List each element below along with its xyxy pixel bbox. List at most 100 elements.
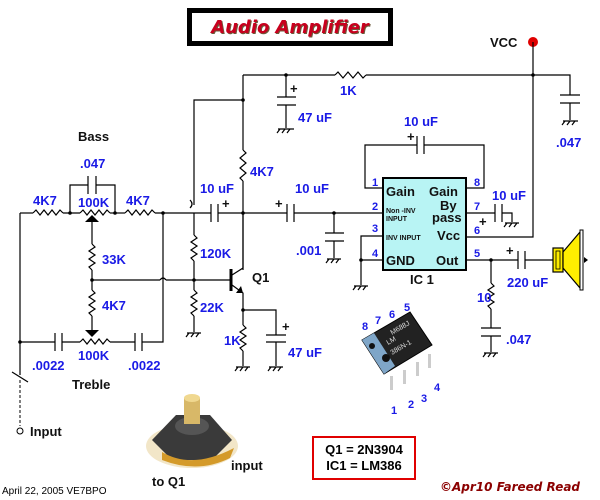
ground-icon xyxy=(276,128,294,134)
pin-number: 5 xyxy=(474,248,480,260)
vcc-terminal: VCC xyxy=(490,35,538,50)
chip-pin-label: 6 xyxy=(389,309,395,321)
vcc-to-pin6 xyxy=(465,75,534,238)
ic-pin4-name: GND xyxy=(386,253,415,268)
pin-number: 2 xyxy=(372,201,378,213)
wire xyxy=(502,212,513,222)
ic-pin3-name: INV INPUT xyxy=(386,235,421,242)
q1-label: Q1 xyxy=(252,270,269,285)
pin-number: 8 xyxy=(474,177,480,189)
pin-number: 4 xyxy=(372,248,379,260)
wire xyxy=(243,309,277,335)
supply-resistor-1k xyxy=(334,71,367,79)
zobel-cap-label: .047 xyxy=(506,332,531,347)
ic-pin1-name: Gain xyxy=(386,184,415,199)
ic1-label: IC 1 xyxy=(410,272,434,287)
treble-pot-track[interactable] xyxy=(79,338,111,345)
input-label: Input xyxy=(30,424,62,439)
treble-pot-label: 100K xyxy=(78,348,110,363)
pin-number: 7 xyxy=(474,201,480,213)
bass-pot-label: 100K xyxy=(78,195,110,210)
decouple-cap-label: .047 xyxy=(556,135,581,150)
ic-pin2-name-b: INPUT xyxy=(386,216,408,223)
coupling-cap-1-label: 10 uF xyxy=(200,181,234,196)
bass-r-left-label: 4K7 xyxy=(33,193,57,208)
bass-r-right-label: 4K7 xyxy=(126,193,150,208)
ic-pin5-name: Out xyxy=(436,253,459,268)
treble-pot-wiper[interactable] xyxy=(85,330,99,337)
q1-collector xyxy=(231,213,244,276)
plus-sign: + xyxy=(282,319,290,334)
mid-resistor-4k7 xyxy=(87,289,97,317)
bias-resistor-120k xyxy=(189,234,199,262)
bias-r-bottom-label: 22K xyxy=(200,300,224,315)
chip-pin-label: 1 xyxy=(391,405,397,417)
treble-label: Treble xyxy=(72,377,110,392)
ground-icon xyxy=(482,352,498,358)
ground-icon xyxy=(561,120,578,126)
ground-icon xyxy=(352,285,368,291)
input-terminal[interactable] xyxy=(16,427,24,435)
wire xyxy=(69,184,88,213)
ground-icon xyxy=(503,222,519,228)
chip-pin-label: 5 xyxy=(404,302,410,314)
ic-pin6-name: Vcc xyxy=(437,228,460,243)
plus-sign: + xyxy=(479,214,487,229)
chip-pin-label: 8 xyxy=(362,321,368,333)
filter-cap-label: .001 xyxy=(296,243,321,258)
chip-marking: LM xyxy=(386,336,398,347)
wire xyxy=(360,235,383,261)
ground-icon xyxy=(185,332,201,338)
bass-resistor-right xyxy=(124,209,156,216)
input-switch[interactable] xyxy=(11,371,29,383)
wire xyxy=(19,213,55,343)
collector-r-label: 4K7 xyxy=(250,164,274,179)
pot-label-to-q1: to Q1 xyxy=(152,474,185,489)
wire xyxy=(424,144,485,189)
plus-sign: + xyxy=(222,196,230,211)
junction xyxy=(113,211,117,215)
lm386-chip-illustration: M688J LM 386N-1 xyxy=(361,311,433,390)
q1-emitter-arrow xyxy=(236,286,243,293)
bass-pot-wiper[interactable] xyxy=(85,215,99,222)
wire-crossover xyxy=(189,199,193,209)
ic-pin2-name-a: Non -INV xyxy=(386,208,416,215)
chip-pin-label: 3 xyxy=(421,393,427,405)
chip-pin-label: 2 xyxy=(408,399,414,411)
wire xyxy=(150,213,164,343)
mid-r-4k7-label: 4K7 xyxy=(102,298,126,313)
pin-number: 6 xyxy=(474,225,480,237)
parts-item-q1: Q1 = 2N3904 xyxy=(325,442,403,457)
bass-label: Bass xyxy=(78,129,109,144)
chip-pin-label: 4 xyxy=(434,382,441,394)
plus-sign: + xyxy=(275,196,283,211)
title-banner: Audio Amplifier xyxy=(187,8,393,46)
collector-resistor xyxy=(239,149,247,182)
wire xyxy=(364,144,417,189)
emitter-cap-label: 47 uF xyxy=(288,345,322,360)
plus-sign: + xyxy=(290,81,298,96)
pot-label-input: input xyxy=(231,458,263,473)
parts-item-ic1: IC1 = LM386 xyxy=(326,458,402,473)
bias-resistor-22k xyxy=(189,289,199,317)
date-stamp: April 22, 2005 VE7BPO xyxy=(2,486,107,497)
treble-cap-left-label: .0022 xyxy=(32,358,65,373)
supply-cap-label: 47 uF xyxy=(298,110,332,125)
bass-cap-label: .047 xyxy=(80,156,105,171)
bypass-cap-label: 10 uF xyxy=(492,188,526,203)
emitter-r-label: 1K xyxy=(224,333,241,348)
parts-list-box: Q1 = 2N3904 IC1 = LM386 xyxy=(312,436,416,480)
bias-r-top-label: 120K xyxy=(200,246,232,261)
junction xyxy=(68,211,72,215)
pin-number: 1 xyxy=(372,177,378,189)
mid-resistor-33k xyxy=(87,243,97,271)
bass-pot-track[interactable] xyxy=(79,209,111,216)
copyright: ©Apr10 Fareed Read xyxy=(440,480,581,494)
plus-sign: + xyxy=(407,129,415,144)
ic-pin8-name: Gain xyxy=(429,184,458,199)
title-text: Audio Amplifier xyxy=(211,16,369,38)
pin-number: 3 xyxy=(372,223,378,235)
treble-cap-right-label: .0022 xyxy=(128,358,161,373)
ic1-body xyxy=(382,177,467,271)
